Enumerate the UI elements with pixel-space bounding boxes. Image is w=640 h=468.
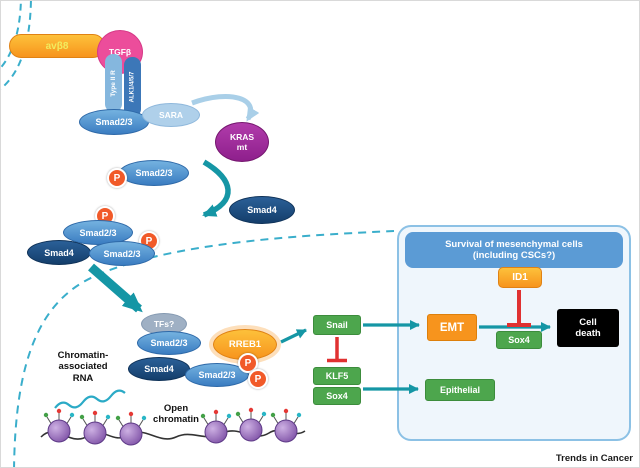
smad23-complex: Smad2/3 [89, 241, 155, 266]
tfs: TFs? [141, 313, 187, 335]
integrin-avb8: avβ8 [9, 34, 105, 58]
smad4-label: Smad4 [247, 205, 277, 215]
id1-label: ID1 [512, 272, 528, 283]
smad23-nuclear: Smad2/3 [137, 331, 201, 355]
smad23-label: Smad2/3 [103, 248, 141, 259]
integrin-avb8-label: avβ8 [45, 40, 69, 52]
alk-receptor: ALK1/4/5/7 [124, 57, 141, 117]
arrow-complex-snail [280, 328, 307, 344]
sara-label: SARA [158, 110, 184, 120]
type2-receptor-label: Type II R [110, 69, 118, 97]
smad4-nuclear: Smad4 [128, 357, 190, 381]
journal-credit: Trends in Cancer [555, 453, 633, 464]
arrow-phospho-smad [202, 159, 231, 218]
cell-membrane [1, 1, 32, 90]
smad23-label: Smad2/3 [150, 338, 188, 348]
kras-mt-label: KRAS mt [229, 131, 255, 152]
smad4-complex: Smad4 [27, 240, 91, 265]
nuclear-membrane [13, 230, 395, 467]
type2-receptor: Type II R [105, 54, 122, 112]
rreb1-label: RREB1 [228, 339, 262, 350]
tfs-label: TFs? [153, 319, 175, 329]
id1-box: ID1 [498, 267, 542, 288]
cell-death-label: Cell death [575, 316, 601, 339]
smad4-label: Smad4 [144, 364, 174, 374]
cell-death-box: Cell death [557, 309, 619, 347]
survival-panel-title: Survival of mesenchymal cells (including… [405, 232, 623, 268]
phospho-label: P [113, 172, 121, 184]
sox4-panel-box: Sox4 [496, 331, 542, 349]
chromatin-rna-label: Chromatin- associated RNA [57, 350, 109, 384]
inhibit-id1-sox4 [507, 290, 531, 327]
snail-label: Snail [326, 320, 348, 330]
sara: SARA [142, 103, 200, 127]
arrow-nuclear-import [88, 263, 143, 313]
phospho-p: P [107, 168, 127, 188]
epithelial-box: Epithelial [425, 379, 495, 401]
smad23-receptor-bound: Smad2/3 [79, 109, 149, 135]
snail-box: Snail [313, 315, 361, 335]
dna-strand [40, 429, 306, 440]
phospho-label: P [101, 210, 109, 222]
smad23-label: Smad2/3 [95, 117, 133, 127]
phospho-label: P [254, 373, 262, 385]
sox4-box: Sox4 [313, 387, 361, 405]
sox4-label: Sox4 [326, 391, 348, 401]
rna-squiggle [54, 389, 126, 409]
emt-label: EMT [439, 321, 465, 334]
sox4-label: Sox4 [508, 335, 530, 345]
arrow-sara-kras [191, 94, 260, 122]
smad23-label: Smad2/3 [135, 168, 173, 178]
open-chromatin-label: Open chromatin [153, 403, 199, 426]
rreb1: RREB1 [213, 329, 277, 360]
smad23-phospho: Smad2/3 [119, 160, 189, 186]
phospho-p: P [238, 353, 258, 373]
klf5-label: KLF5 [325, 371, 349, 381]
smad4-label: Smad4 [44, 247, 74, 258]
inhibit-snail-klf5 [327, 337, 347, 363]
phospho-p: P [248, 369, 268, 389]
phospho-label: P [145, 235, 153, 247]
tgfb-label: TGFβ [108, 47, 132, 57]
epithelial-label: Epithelial [439, 385, 480, 395]
smad23-label: Smad2/3 [79, 227, 117, 238]
alk-receptor-label: ALK1/4/5/7 [129, 71, 136, 103]
klf5-box: KLF5 [313, 367, 361, 385]
smad4-free: Smad4 [229, 196, 295, 224]
emt-box: EMT [427, 314, 477, 341]
phospho-label: P [244, 357, 252, 369]
smad23-label: Smad2/3 [198, 370, 236, 380]
kras-mt: KRAS mt [215, 122, 269, 162]
